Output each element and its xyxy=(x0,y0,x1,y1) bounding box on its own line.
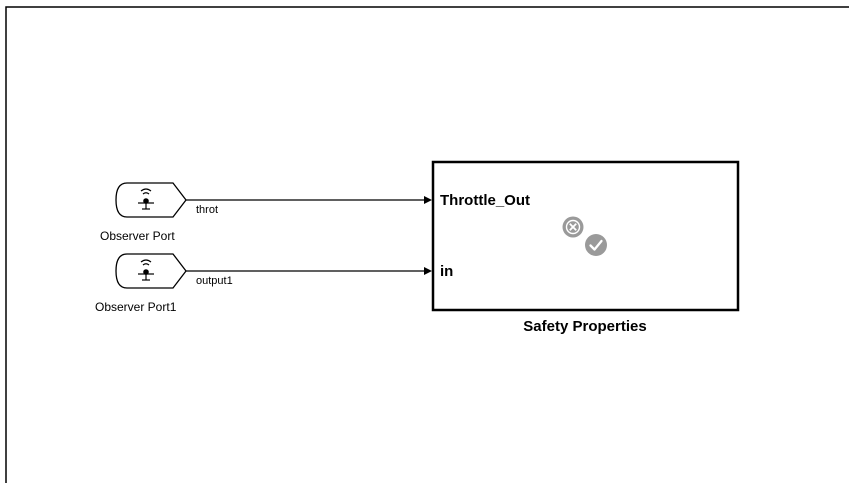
subsystem-name: Safety Properties xyxy=(523,318,646,335)
port-shape xyxy=(115,253,187,289)
canvas-frame xyxy=(5,6,849,483)
subsystem-box xyxy=(431,160,740,312)
x-circle-icon xyxy=(562,216,584,238)
port-name: Observer Port1 xyxy=(95,300,177,314)
safety-properties-block[interactable]: Throttle_Out in xyxy=(431,160,740,312)
input-port-label: Throttle_Out xyxy=(440,192,530,209)
signal-label: throt xyxy=(196,204,218,216)
observer-antenna-icon xyxy=(138,259,154,281)
check-circle-icon xyxy=(585,234,607,256)
arrowhead xyxy=(424,267,432,275)
port-name: Observer Port xyxy=(100,229,175,243)
observer-antenna-icon xyxy=(138,188,154,210)
observer-port-block[interactable] xyxy=(115,182,187,218)
input-port-label: in xyxy=(440,263,453,280)
arrowhead xyxy=(424,196,432,204)
observer-port-block[interactable] xyxy=(115,253,187,289)
port-shape xyxy=(115,182,187,218)
signal-label: output1 xyxy=(196,275,233,287)
